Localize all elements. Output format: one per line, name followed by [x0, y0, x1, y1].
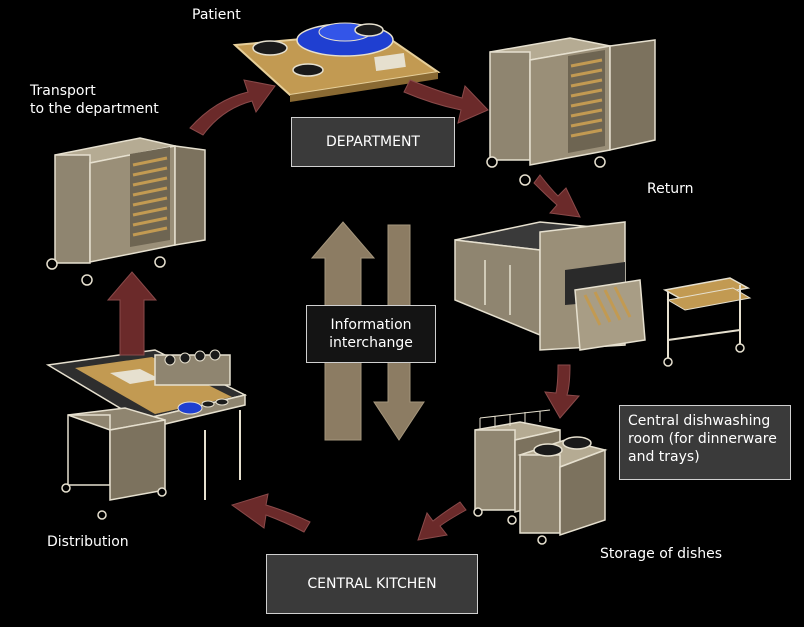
- central-kitchen-box: CENTRAL KITCHEN: [266, 554, 478, 614]
- dishwashing-box: Central dishwashing room (for dinnerware…: [619, 405, 791, 480]
- distribution-line-illustration: [45, 349, 248, 520]
- arrow-patient-to-department: [403, 79, 489, 124]
- department-box: DEPARTMENT: [291, 117, 455, 167]
- information-box: Information interchange: [306, 305, 436, 363]
- arrow-transport-to-patient: [189, 79, 276, 136]
- arrow-distribution-to-transport: [106, 271, 158, 356]
- arrow-storage-to-kitchen: [417, 501, 467, 541]
- arrow-return-to-storage: [544, 364, 581, 419]
- cycle-arrows: [106, 79, 581, 541]
- transport-cart-illustration: [46, 137, 206, 286]
- label-patient: Patient: [192, 7, 241, 23]
- return-station-illustration: [454, 221, 752, 367]
- arrow-department-to-return: [533, 174, 581, 218]
- storage-carts-illustration: [473, 409, 608, 545]
- label-storage: Storage of dishes: [600, 546, 723, 562]
- arrow-kitchen-to-distribution: [230, 493, 311, 533]
- patient-tray-illustration: [232, 22, 441, 102]
- label-transport: Transport to the department: [30, 83, 159, 117]
- label-distribution: Distribution: [47, 534, 129, 550]
- label-return: Return: [647, 181, 694, 197]
- department-cart-illustration: [486, 37, 656, 186]
